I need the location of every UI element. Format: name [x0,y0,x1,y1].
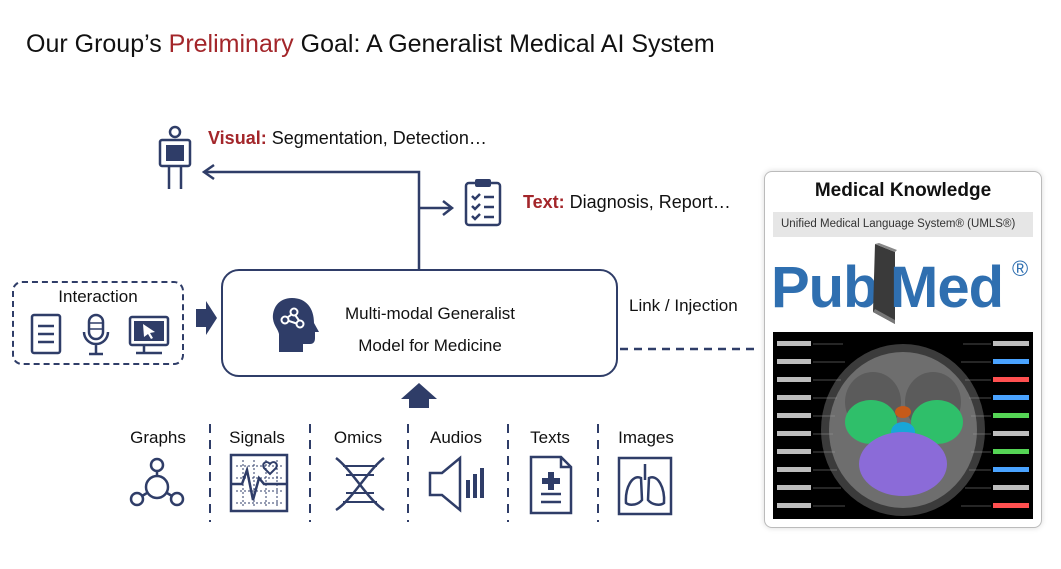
umls-label: Unified Medical Language System® (UMLS®) [781,218,1016,230]
microphone-icon [82,313,110,356]
interaction-box [12,281,184,365]
visual-key: Visual: [208,128,267,148]
speaker-icon [428,455,462,513]
title-suffix: Goal: A Generalist Medical AI System [293,30,715,58]
text-output-label: Text: Diagnosis, Report… [523,192,731,213]
visual-text: Segmentation, Detection… [266,128,487,148]
text-key: Text: [523,192,565,212]
modality-label-images: Images [618,428,674,447]
medical-document-icon [529,455,573,515]
visual-output-label: Visual: Segmentation, Detection… [208,128,487,149]
lung-xray-icon [617,456,673,516]
model-line-2: Model for Medicine [358,336,502,355]
graph-network-icon [129,457,185,507]
model-box [221,269,618,377]
modality-label-graphs: Graphs [130,428,186,447]
pubmed-logo-pub: Pub [771,255,879,320]
visual-output-line [206,170,421,269]
modality-label-texts: Texts [530,428,570,447]
modality-label-audios: Audios [430,428,482,447]
link-injection-label: Link / Injection [629,296,738,315]
dna-icon [335,457,385,512]
interaction-label: Interaction [58,287,138,306]
signal-chart-icon [229,453,289,513]
brain-head-icon [272,298,319,352]
model-line-1: Multi-modal Generalist [344,304,516,323]
brain-scan-drawing [777,341,1029,516]
xray-person-icon [158,125,192,189]
interaction-arrow [196,301,217,335]
text-arrowhead [442,200,455,216]
pubmed-book-icon [873,243,897,324]
knowledge-title: Medical Knowledge [814,180,992,201]
clipboard-icon [464,179,502,227]
umls-banner [773,212,1033,237]
modalities-up-arrow [401,383,437,408]
title-prefix: Our Group’s [26,30,169,58]
modality-label-signals: Signals [229,428,285,447]
document-icon [30,313,62,355]
modality-label-omics: Omics [333,428,383,447]
title-highlight: Preliminary [168,30,294,58]
pubmed-logo-med: Med [890,255,1004,320]
text-text: Diagnosis, Report… [564,192,731,212]
visual-arrowhead [201,163,215,181]
monitor-icon [128,315,170,355]
slide-title: Our Group’s Preliminary Goal: A Generali… [26,30,715,59]
model-label: Multi-modal Generalist Model for Medicin… [330,298,530,362]
interaction-icons [30,313,170,356]
registered-mark: ® [1012,256,1029,281]
